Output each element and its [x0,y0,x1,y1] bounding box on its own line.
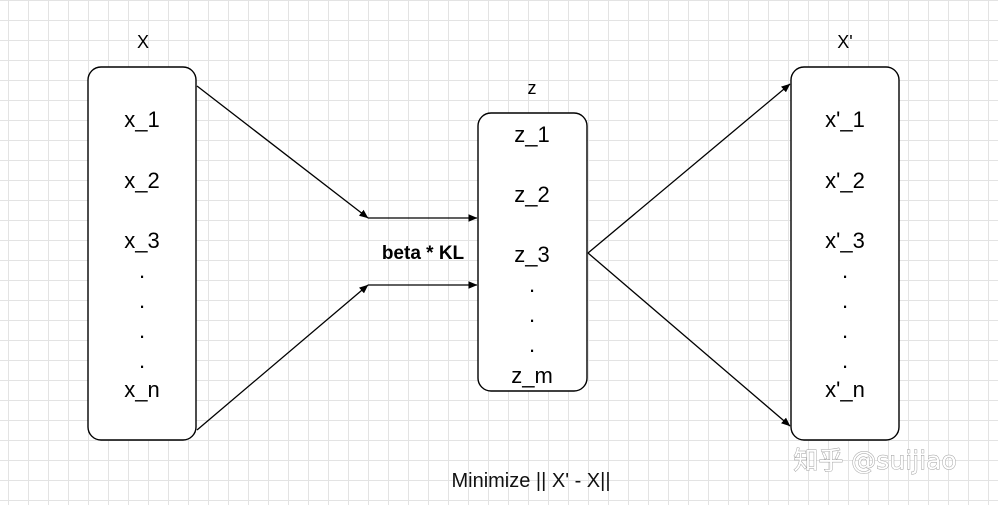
latent-items: z_1 z_2 z_3 . . . z_m [511,122,553,388]
latent-item: z_m [511,363,553,388]
output-ellipsis-dot: . [842,288,848,313]
input-items: x_1 x_2 x_3 . . . . x_n [124,107,159,402]
latent-item: z_3 [514,242,549,267]
input-ellipsis-dot: . [139,258,145,283]
input-ellipsis-dot: . [139,318,145,343]
output-ellipsis-dot: . [842,348,848,373]
connector-group [196,83,791,431]
input-item: x_n [124,377,159,402]
decoder-arrow-lower [587,252,791,427]
latent-title: z [528,78,537,98]
output-item: x'_1 [825,107,865,132]
kl-loss-label: beta * KL [382,243,465,264]
watermark: 知乎 @suijiao [793,446,956,475]
input-ellipsis-dot: . [139,348,145,373]
latent-item: z_2 [514,182,549,207]
output-title: X' [837,32,852,52]
input-item: x_1 [124,107,159,132]
encoder-arrow-lower [196,284,369,431]
output-ellipsis-dot: . [842,318,848,343]
output-items: x'_1 x'_2 x'_3 . . . . x'_n [825,107,865,402]
input-box [87,66,197,441]
output-item: x'_n [825,377,865,402]
objective-label: Minimize || X' - X|| [451,470,610,492]
input-title: X [137,32,149,52]
latent-box [477,112,588,392]
latent-item: z_1 [514,122,549,147]
input-item: x_3 [124,228,159,253]
output-box [790,66,900,441]
encoder-arrow-upper [196,85,369,219]
input-ellipsis-dot: . [139,288,145,313]
latent-ellipsis-dot: . [529,302,535,327]
input-item: x_2 [124,168,159,193]
output-item: x'_3 [825,228,865,253]
output-item: x'_2 [825,168,865,193]
latent-ellipsis-dot: . [529,272,535,297]
decoder-arrow-upper [587,83,791,254]
latent-ellipsis-dot: . [529,332,535,357]
output-ellipsis-dot: . [842,258,848,283]
